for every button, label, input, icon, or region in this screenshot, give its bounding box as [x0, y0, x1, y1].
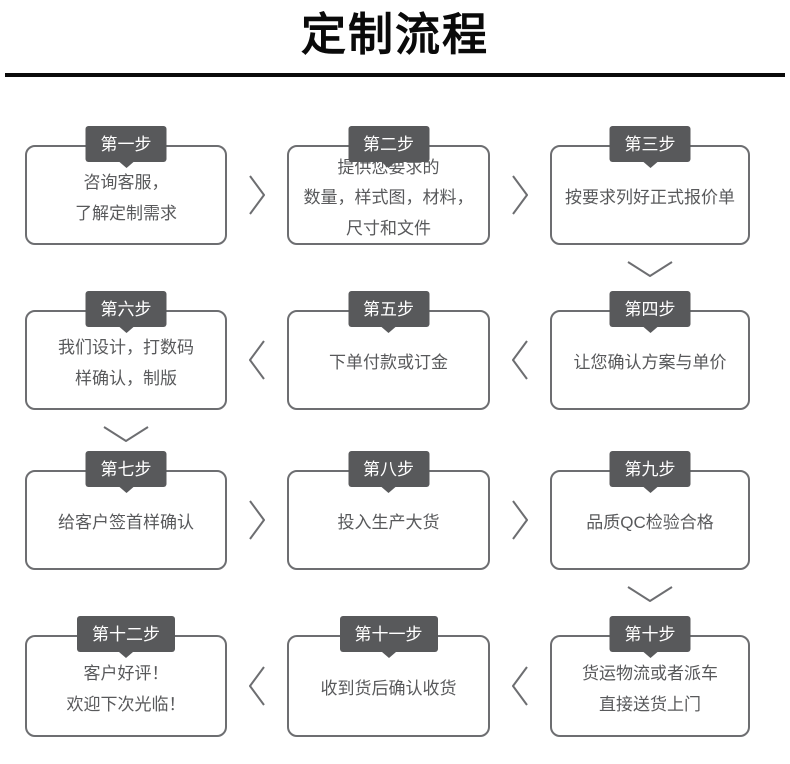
step-box-5: 第五步 下单付款或订金 [287, 290, 490, 410]
chevron-left-icon [249, 339, 265, 380]
step-text-5: 下单付款或订金 [329, 353, 448, 373]
arrow-step1-to-step2 [227, 145, 287, 245]
flowchart: 第一步 咨询客服， 了解定制需求 第二步 提供您要求的 数量，样式图，材料， 尺… [25, 125, 750, 737]
chevron-down-icon [627, 260, 673, 277]
step-text-6: 我们设计，打数码 样确认，制版 [58, 338, 194, 388]
chevron-right-icon [249, 174, 265, 215]
step-box-7: 第七步 给客户签首样确认 [25, 450, 227, 570]
arrow-step9-to-step10 [550, 570, 750, 635]
title-divider [5, 72, 785, 77]
step-badge-3: 第三步 [609, 125, 691, 162]
step-box-11: 第十一步 收到货后确认收货 [287, 615, 490, 737]
step-badge-12: 第十二步 [77, 615, 175, 652]
step-badge-6: 第六步 [85, 290, 167, 327]
step-box-12: 第十二步 客户好评！ 欢迎下次光临！ [25, 615, 227, 737]
chevron-left-icon [249, 665, 265, 706]
chevron-left-icon [512, 665, 528, 706]
step-text-1: 咨询客服， 了解定制需求 [75, 173, 177, 223]
arrow-step2-to-step3 [490, 145, 550, 245]
step-box-4: 第四步 让您确认方案与单价 [550, 290, 750, 410]
step-text-4: 让您确认方案与单价 [573, 353, 727, 373]
chevron-down-icon [103, 425, 149, 442]
step-text-3: 按要求列好正式报价单 [565, 188, 735, 208]
arrow-step8-to-step9 [490, 470, 550, 570]
step-text-8: 投入生产大货 [337, 513, 440, 533]
step-badge-1: 第一步 [85, 125, 167, 162]
step-text-12: 客户好评！ 欢迎下次光临！ [66, 664, 186, 714]
step-box-1: 第一步 咨询客服， 了解定制需求 [25, 125, 227, 245]
step-box-9: 第九步 品质QC检验合格 [550, 450, 750, 570]
step-text-9: 品质QC检验合格 [586, 513, 714, 533]
step-box-8: 第八步 投入生产大货 [287, 450, 490, 570]
chevron-right-icon [512, 499, 528, 540]
chevron-right-icon [512, 174, 528, 215]
step-box-2: 第二步 提供您要求的 数量，样式图，材料， 尺寸和文件 [287, 125, 490, 245]
chevron-down-icon [627, 585, 673, 602]
arrow-step11-to-step12 [227, 635, 287, 737]
step-text-7: 给客户签首样确认 [58, 513, 194, 533]
step-badge-4: 第四步 [609, 290, 691, 327]
chevron-left-icon [512, 339, 528, 380]
step-box-6: 第六步 我们设计，打数码 样确认，制版 [25, 290, 227, 410]
step-badge-8: 第八步 [348, 450, 429, 487]
arrow-step4-to-step5 [490, 310, 550, 410]
step-text-11: 收到货后确认收货 [320, 679, 457, 699]
arrow-step3-to-step4 [550, 245, 750, 310]
header: 定制流程 [0, 10, 790, 77]
step-text-2: 提供您要求的 数量，样式图，材料， 尺寸和文件 [303, 158, 474, 238]
step-box-3: 第三步 按要求列好正式报价单 [550, 125, 750, 245]
page-title: 定制流程 [300, 9, 489, 60]
arrow-step10-to-step11 [490, 635, 550, 737]
step-badge-2: 第二步 [348, 125, 429, 162]
step-badge-5: 第五步 [348, 290, 429, 327]
arrow-step7-to-step8 [227, 470, 287, 570]
step-badge-7: 第七步 [85, 450, 167, 487]
step-badge-11: 第十一步 [339, 615, 438, 652]
chevron-right-icon [249, 499, 265, 540]
step-text-10: 货运物流或者派车 直接送货上门 [582, 664, 718, 714]
step-badge-9: 第九步 [609, 450, 691, 487]
arrow-step6-to-step7 [25, 410, 227, 470]
arrow-step5-to-step6 [227, 310, 287, 410]
step-box-10: 第十步 货运物流或者派车 直接送货上门 [550, 615, 750, 737]
step-badge-10: 第十步 [609, 615, 691, 652]
